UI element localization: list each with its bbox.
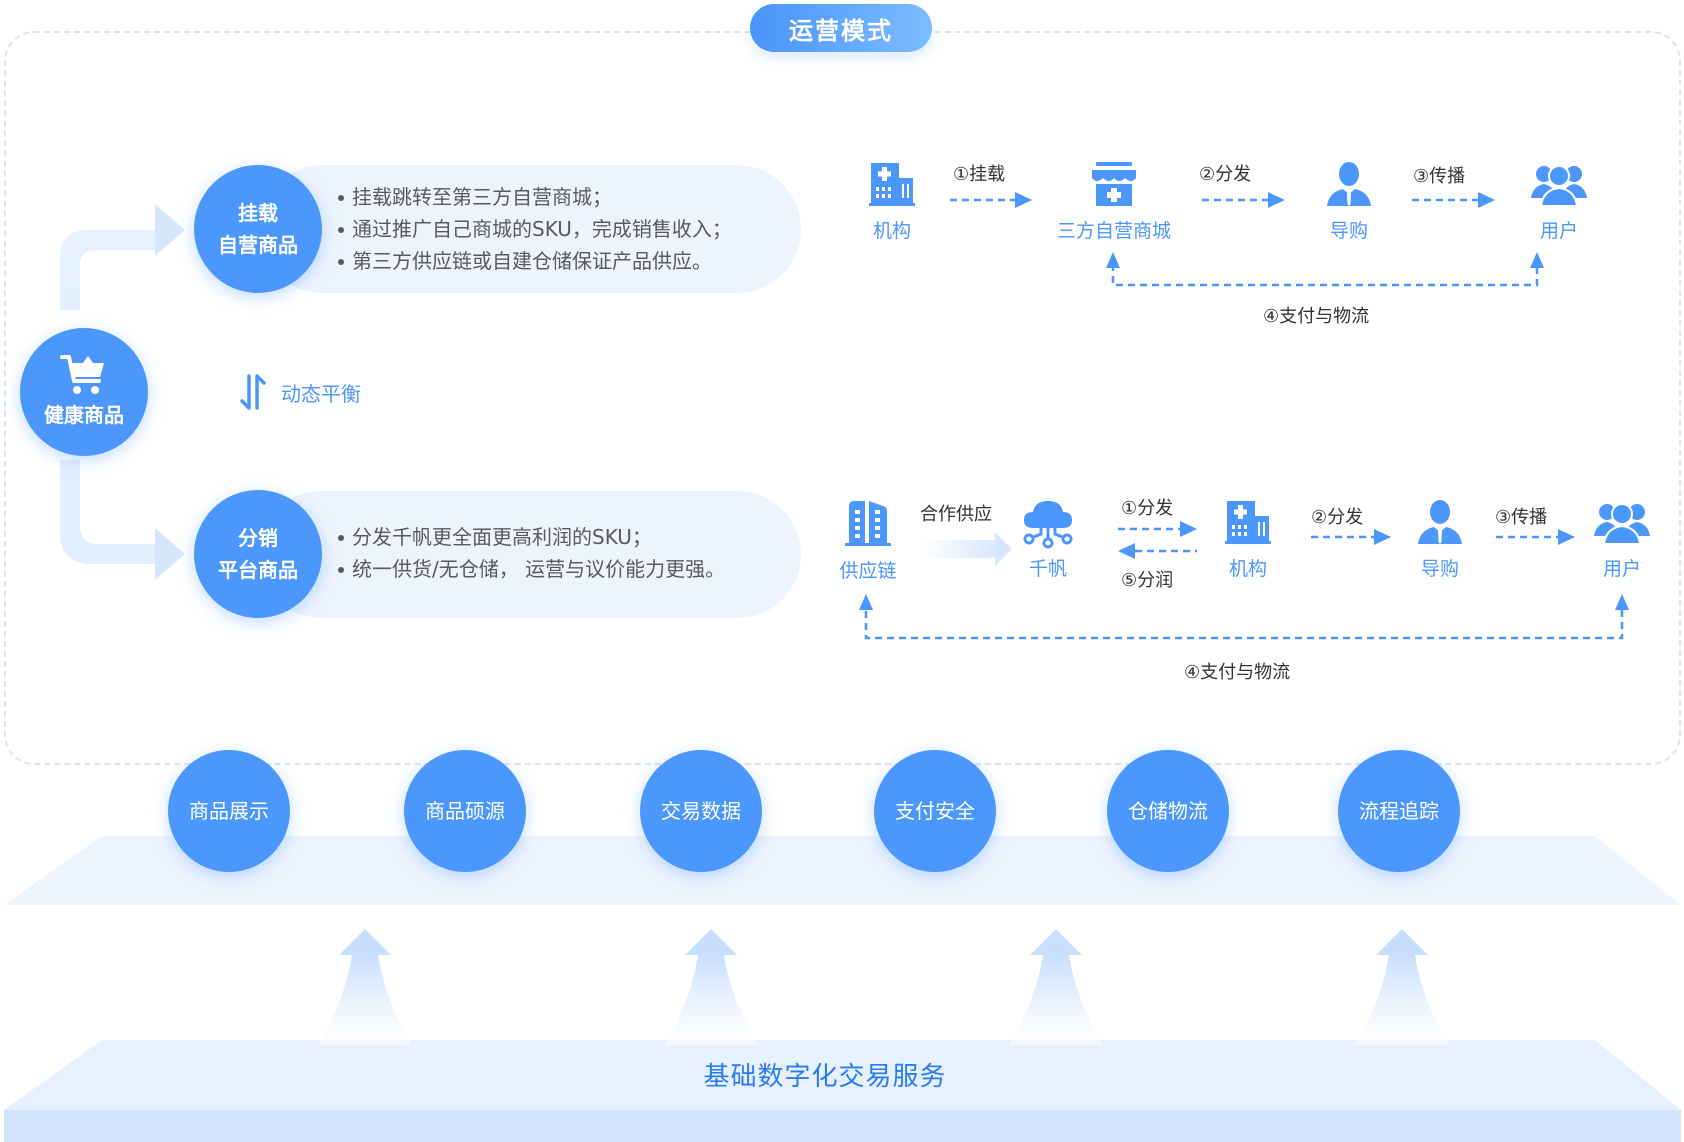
distribution-bullet: 分发千帆更全面更高利润的SKU；	[336, 521, 725, 553]
capability-transaction-data[interactable]: 交易数据	[640, 750, 762, 872]
self-run-title-line2: 自营商品	[218, 233, 298, 257]
shopping-cart-icon	[60, 355, 104, 394]
capability-label: 仓储物流	[1128, 799, 1208, 823]
medical-store-icon	[1092, 162, 1136, 206]
capability-label: 商品硕源	[425, 799, 505, 823]
capability-label: 流程追踪	[1359, 799, 1439, 823]
up-arrow-2	[664, 929, 758, 1045]
up-arrow-3	[1009, 929, 1103, 1045]
flow1-node-third-party-mall[interactable]: 三方自营商城	[1044, 160, 1184, 243]
flow2-arrow-distribute	[1118, 521, 1197, 537]
dynamic-balance-label: 动态平衡	[281, 381, 361, 406]
foundation-platform-front	[4, 1110, 1681, 1142]
flow1-node-label: 三方自营商城	[1056, 220, 1171, 242]
operations-mode-title: 运营模式	[750, 4, 932, 52]
users-group-icon	[1594, 503, 1650, 545]
flow1-return-label: ④支付与物流	[1263, 306, 1370, 327]
capability-payment-security[interactable]: 支付安全	[874, 750, 996, 872]
flow1-arrow-3	[1412, 192, 1495, 208]
self-run-goods-node[interactable]: 挂载 自营商品	[194, 165, 322, 293]
foundation-label: 基础数字化交易服务	[703, 1062, 947, 1092]
flow1-node-label: 机构	[872, 220, 911, 242]
distribution-title-line2: 平台商品	[218, 558, 298, 582]
self-run-description: 挂载跳转至第三方自营商城； 通过推广自己商城的SKU，完成销售收入； 第三方供应…	[258, 165, 801, 293]
capability-product-sourcing[interactable]: 商品硕源	[404, 750, 526, 872]
flow2-return-label: ④支付与物流	[1184, 662, 1291, 683]
distribution-title-line1: 分销	[238, 526, 278, 550]
flow1-node-label: 用户	[1539, 220, 1578, 242]
flow2-node-label: 用户	[1602, 558, 1641, 580]
flow2-node-institution[interactable]: 机构	[1178, 498, 1318, 581]
flow2-node-shopping-guide[interactable]: 导购	[1370, 498, 1510, 581]
flow2-arrow-3	[1496, 529, 1575, 545]
flow2-return-arrow	[859, 594, 1629, 640]
supply-arrow	[920, 532, 1012, 566]
cloud-network-icon	[1023, 501, 1073, 549]
shopping-guide-person-icon	[1418, 500, 1462, 544]
up-arrow-1	[318, 929, 412, 1045]
flow1-arrow-1	[950, 192, 1032, 208]
shopping-guide-person-icon	[1327, 162, 1371, 206]
swap-vertical-icon	[240, 374, 266, 410]
distribution-description: 分发千帆更全面更高利润的SKU； 统一供货/无仓储， 运营与议价能力更强。	[258, 491, 801, 618]
flow2-edge-label: ②分发	[1311, 507, 1364, 528]
capability-process-tracking[interactable]: 流程追踪	[1338, 750, 1460, 872]
capability-warehouse-logistics[interactable]: 仓储物流	[1107, 750, 1229, 872]
flow2-node-label: 导购	[1420, 558, 1459, 580]
flow2-edge-label: ①分发	[1121, 498, 1174, 519]
flow2-node-label: 千帆	[1028, 558, 1067, 580]
dynamic-balance: 动态平衡	[237, 372, 361, 412]
flow1-node-institution[interactable]: 机构	[822, 160, 962, 243]
flow1-node-users[interactable]: 用户	[1489, 160, 1629, 243]
foundation-platform-top	[4, 1040, 1681, 1110]
flow2-node-users[interactable]: 用户	[1552, 498, 1684, 581]
users-group-icon	[1531, 165, 1587, 207]
hospital-building-icon	[869, 163, 915, 206]
capability-product-display[interactable]: 商品展示	[168, 750, 290, 872]
self-run-bullet: 通过推广自己商城的SKU，完成销售收入；	[336, 213, 732, 245]
flow2-node-qianfan[interactable]: 千帆	[978, 498, 1118, 581]
flow2-edge-label: ⑤分润	[1121, 570, 1174, 591]
flow1-edge-label: ①挂载	[953, 164, 1006, 185]
flow1-edge-label: ③传播	[1413, 166, 1466, 187]
hospital-building-icon	[1225, 501, 1271, 544]
self-run-bullet: 挂载跳转至第三方自营商城；	[336, 181, 732, 213]
health-goods-label: 健康商品	[44, 403, 124, 427]
up-arrow-4	[1355, 929, 1449, 1045]
flow2-node-label: 供应链	[839, 560, 897, 582]
branch-arrow-down	[60, 460, 185, 580]
distribution-bullet: 统一供货/无仓储， 运营与议价能力更强。	[336, 553, 725, 585]
flow2-node-supply-chain[interactable]: 供应链	[798, 498, 938, 583]
health-goods-node[interactable]: 健康商品	[20, 328, 148, 456]
flow2-edge-label: ③传播	[1495, 507, 1548, 528]
office-building-icon	[845, 501, 891, 546]
self-run-title-line1: 挂载	[238, 201, 278, 225]
capability-label: 商品展示	[189, 799, 269, 823]
branch-arrow-up	[60, 204, 185, 310]
capability-label: 交易数据	[661, 799, 741, 823]
flow1-edge-label: ②分发	[1199, 164, 1252, 185]
distribution-goods-node[interactable]: 分销 平台商品	[194, 490, 322, 618]
flow1-return-arrow	[1106, 252, 1544, 287]
flow2-arrow-2	[1311, 529, 1391, 545]
flow2-arrow-profit-share	[1118, 543, 1197, 559]
flow2-supply-label: 合作供应	[920, 504, 992, 525]
capability-label: 支付安全	[895, 799, 975, 823]
flow2-node-label: 机构	[1228, 558, 1267, 580]
flow1-node-label: 导购	[1329, 220, 1368, 242]
flow1-arrow-2	[1202, 192, 1285, 208]
self-run-bullet: 第三方供应链或自建仓储保证产品供应。	[336, 245, 732, 277]
flow1-node-shopping-guide[interactable]: 导购	[1279, 160, 1419, 243]
